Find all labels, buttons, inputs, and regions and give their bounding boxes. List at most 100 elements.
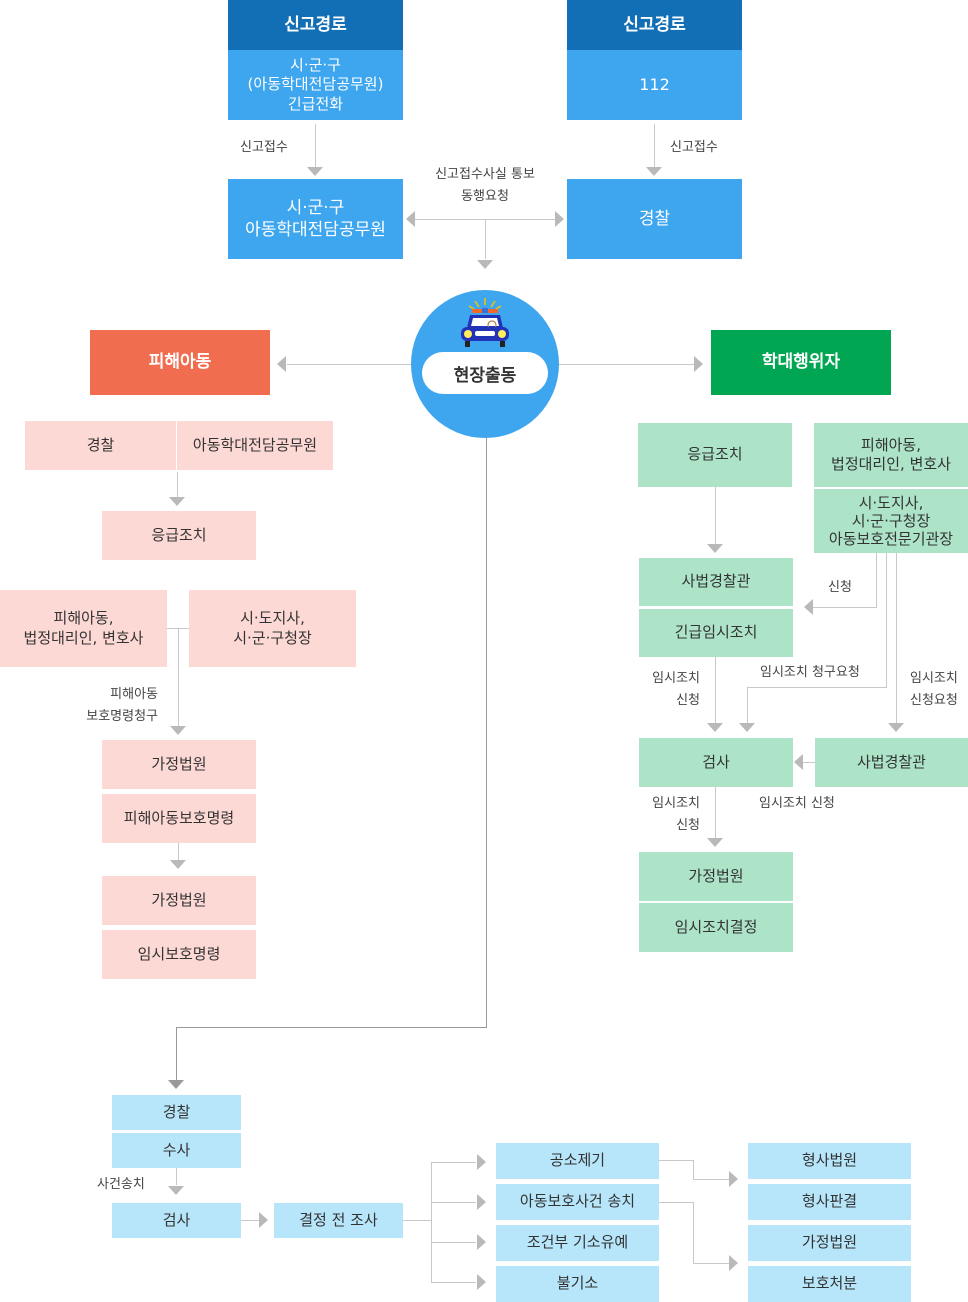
victim-protection-order: 피해아동보호명령 bbox=[102, 794, 256, 843]
report-path-sigungu-hotline: 시·군·구 (아동학대전담공무원) 긴급전화 bbox=[228, 50, 403, 120]
arrow-down-icon bbox=[707, 723, 723, 732]
connector-line bbox=[431, 1202, 476, 1203]
on-site-dispatch-label: 현장출동 bbox=[422, 352, 548, 394]
arrow-right-icon bbox=[729, 1255, 738, 1271]
edge-label-case-transfer: 사건송치 bbox=[97, 1177, 145, 1192]
arrow-right-icon bbox=[477, 1234, 486, 1250]
connector-line bbox=[178, 628, 179, 726]
connector-line bbox=[431, 1242, 476, 1243]
investigation-inquiry: 수사 bbox=[112, 1133, 241, 1168]
connector-line bbox=[241, 1220, 259, 1221]
abuser-emergency-measure: 응급조치 bbox=[638, 423, 792, 487]
edge-label-apply: 신청 bbox=[828, 580, 852, 595]
edge-label-temp-apply-3: 임시조치 신청 bbox=[759, 796, 835, 811]
result-protective-disposition: 보호처분 bbox=[748, 1266, 911, 1302]
result-criminal-judgment: 형사판결 bbox=[748, 1184, 911, 1220]
requester-victim-guardian-lawyer: 피해아동, 법정대리인, 변호사 bbox=[814, 423, 968, 487]
connector-line bbox=[287, 364, 411, 365]
connector-line bbox=[659, 1202, 694, 1203]
report-path-header-right: 신고경로 bbox=[567, 0, 742, 50]
arrow-down-icon bbox=[707, 544, 723, 553]
arrow-down-icon bbox=[168, 1080, 184, 1089]
connector-line bbox=[559, 364, 695, 365]
connector-line bbox=[896, 553, 897, 723]
result-criminal-court: 형사법원 bbox=[748, 1143, 911, 1179]
outcome-child-protection-case: 아동보호사건 송치 bbox=[496, 1184, 659, 1220]
connector-line bbox=[876, 553, 877, 608]
connector-line bbox=[176, 1168, 177, 1185]
arrow-right-icon bbox=[694, 356, 703, 372]
connector-line bbox=[176, 1027, 177, 1081]
arrow-down-icon bbox=[307, 167, 323, 176]
family-court-box-1: 가정법원 bbox=[102, 740, 256, 789]
arrow-down-icon bbox=[707, 838, 723, 847]
result-family-court: 가정법원 bbox=[748, 1225, 911, 1261]
victim-child-header: 피해아동 bbox=[90, 330, 270, 395]
connector-line bbox=[803, 762, 815, 763]
temporary-protection-order: 임시보호명령 bbox=[102, 930, 256, 979]
arrow-left-icon bbox=[406, 211, 415, 227]
judicial-police-officer-1: 사법경찰관 bbox=[639, 558, 793, 606]
connector-line bbox=[886, 553, 887, 688]
sigungu-child-abuse-officer-box: 시·군·구 아동학대전담공무원 bbox=[228, 179, 403, 259]
report-path-112: 112 bbox=[567, 50, 742, 120]
temporary-measure-decision: 임시조치결정 bbox=[639, 903, 793, 952]
arrow-right-icon bbox=[259, 1212, 268, 1228]
emergency-temporary-measure: 긴급임시조치 bbox=[639, 609, 793, 657]
arrow-down-icon bbox=[646, 167, 662, 176]
requester-governor-mayor-agency: 시·도지사, 시·군·구청장 아동보호전문기관장 bbox=[814, 489, 968, 553]
connector-line bbox=[693, 1160, 694, 1180]
connector-line bbox=[176, 1027, 487, 1028]
connector-line bbox=[659, 1160, 694, 1161]
arrow-right-icon bbox=[477, 1274, 486, 1290]
arrow-down-icon bbox=[739, 723, 755, 732]
arrow-right-icon bbox=[477, 1194, 486, 1210]
arrow-right-icon bbox=[555, 211, 564, 227]
abuser-header: 학대행위자 bbox=[711, 330, 891, 395]
connector-line bbox=[315, 124, 316, 168]
family-court-box-2: 가정법원 bbox=[102, 876, 256, 925]
connector-line bbox=[813, 607, 877, 608]
outcome-indictment: 공소제기 bbox=[496, 1143, 659, 1179]
edge-label-report-received-right: 신고접수 bbox=[670, 140, 718, 155]
arrow-down-icon bbox=[477, 260, 493, 269]
connector-line bbox=[693, 1179, 729, 1180]
report-path-header-left: 신고경로 bbox=[228, 0, 403, 50]
arrow-down-icon bbox=[888, 723, 904, 732]
arrow-left-icon bbox=[277, 356, 286, 372]
connector-line bbox=[747, 687, 748, 723]
petitioner-victim-guardian-lawyer: 피해아동, 법정대리인, 변호사 bbox=[0, 590, 167, 667]
outcome-non-prosecution: 불기소 bbox=[496, 1266, 659, 1302]
connector-line bbox=[747, 687, 887, 688]
edge-label-report-received-left: 신고접수 bbox=[240, 140, 288, 155]
police-car-icon bbox=[461, 298, 509, 347]
connector-line bbox=[431, 1162, 476, 1163]
responder-child-abuse-officer: 아동학대전담공무원 bbox=[177, 421, 333, 470]
judicial-police-officer-2: 사법경찰관 bbox=[815, 738, 968, 787]
connector-line bbox=[178, 843, 179, 861]
investigation-police: 경찰 bbox=[112, 1095, 241, 1130]
outcome-conditional-suspension: 조건부 기소유예 bbox=[496, 1225, 659, 1261]
connector-line bbox=[654, 124, 655, 168]
edge-label-temp-claim-request: 임시조치 청구요청 bbox=[760, 665, 860, 680]
connector-line bbox=[486, 437, 487, 1028]
arrow-left-icon bbox=[794, 754, 803, 770]
connector-line bbox=[431, 1282, 476, 1283]
connector-line bbox=[403, 1220, 431, 1221]
edge-label-temp-request: 임시조치 신청요청 bbox=[910, 671, 958, 709]
petitioner-governor-mayor: 시·도지사, 시·군·구청장 bbox=[189, 590, 356, 667]
arrow-down-icon bbox=[168, 1186, 184, 1195]
on-site-dispatch-node: 현장출동 bbox=[411, 290, 559, 438]
arrow-left-icon bbox=[804, 599, 813, 615]
connector-line bbox=[693, 1202, 694, 1264]
investigation-prosecutor: 검사 bbox=[112, 1203, 241, 1238]
edge-label-notify-accompany: 신고접수사실 통보 동행요청 bbox=[435, 167, 535, 205]
connector-line bbox=[715, 787, 716, 839]
connector-line bbox=[715, 487, 716, 545]
arrow-down-icon bbox=[170, 726, 186, 735]
victim-emergency-measure: 응급조치 bbox=[102, 511, 256, 560]
edge-label-protection-order-claim: 피해아동 보호명령청구 bbox=[86, 687, 158, 725]
police-box: 경찰 bbox=[567, 179, 742, 259]
connector-line bbox=[177, 472, 178, 498]
family-court-box-3: 가정법원 bbox=[639, 852, 793, 901]
